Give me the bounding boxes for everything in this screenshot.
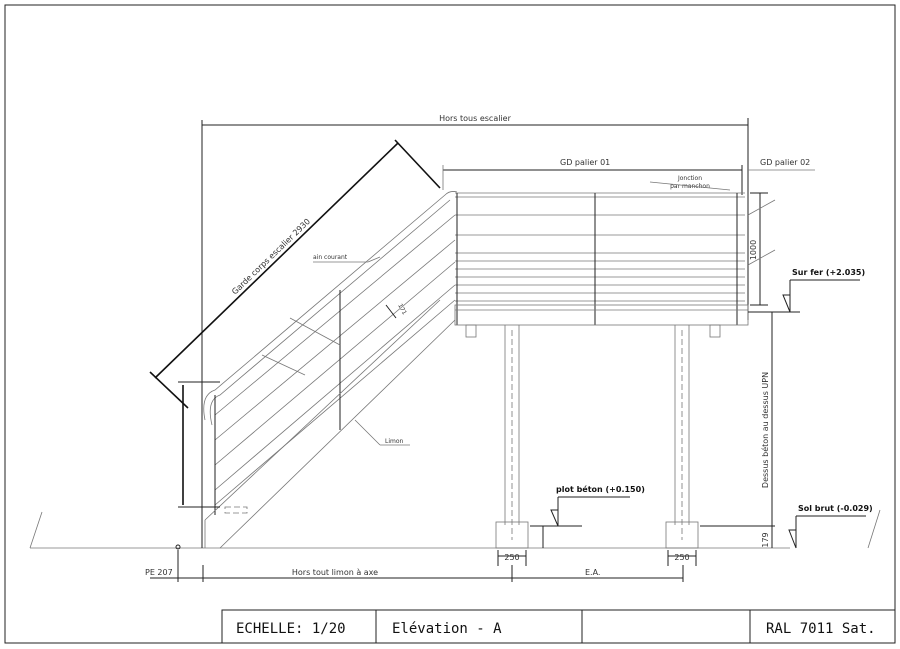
upn-height-dimension: Dessus béton au dessus UPN 179	[700, 312, 775, 548]
junction-label-2: par manchon	[670, 183, 710, 190]
ground-level-label: Sol brut (-0.029)	[798, 504, 873, 513]
plot-height-label: 179	[761, 532, 770, 547]
plot-width-2-label: 250	[674, 553, 689, 562]
pe-label: PE 207	[145, 568, 173, 577]
finish-label: RAL 7011 Sat.	[766, 621, 876, 637]
top-level-label: Sur fer (+2.035)	[792, 268, 865, 277]
support-columns	[495, 325, 699, 549]
spacing-label: 171	[396, 303, 408, 317]
view-label: Elévation - A	[392, 621, 502, 637]
plot-level-marker: plot béton (+0.150)	[530, 484, 645, 548]
stringer-to-axis-label: Hors tout limon à axe	[292, 568, 378, 577]
stair-guard-dimension: Garde corps escalier 2930	[149, 139, 441, 508]
overall-label: Hors tous escalier	[439, 114, 511, 123]
stair-guard-label: Garde corps escalier 2930	[230, 217, 312, 297]
title-block: ECHELLE: 1/20 Elévation - A RAL 7011 Sat…	[221, 609, 896, 644]
landing-guardrail	[454, 192, 749, 338]
stringer	[219, 319, 456, 549]
stair: ain courant 171 Limon	[203, 191, 458, 549]
plot-width-1-label: 250	[504, 553, 519, 562]
rail-height-label: 1000	[749, 240, 758, 260]
landing-dimensions: GD palier 01 GD palier 02 Jonction par m…	[442, 158, 815, 195]
gd-palier-02-label: GD palier 02	[760, 158, 810, 167]
junction-label-1: Jonction	[677, 175, 702, 182]
handrail-label: ain courant	[313, 254, 348, 261]
plot-level-label: plot béton (+0.150)	[556, 484, 645, 494]
handrail	[203, 191, 458, 421]
gd-palier-01-label: GD palier 01	[560, 158, 610, 167]
bottom-dimensions: 250 250 PE 207 Hors tout limon à axe E.A…	[145, 544, 697, 582]
ea-label: E.A.	[585, 568, 600, 577]
concrete-plot-2	[665, 521, 699, 549]
upn-height-label: Dessus béton au dessus UPN	[760, 372, 770, 488]
top-level-marker: Sur fer (+2.035)	[748, 268, 865, 313]
ground-level-marker: Sol brut (-0.029)	[788, 504, 873, 549]
concrete-plot-1	[495, 521, 529, 549]
scale-label: ECHELLE: 1/20	[236, 621, 346, 637]
overall-dimension: Hors tous escalier	[201, 114, 749, 548]
stringer-label: Limon	[385, 438, 404, 445]
rail-height-dimension: 1000	[747, 192, 776, 306]
